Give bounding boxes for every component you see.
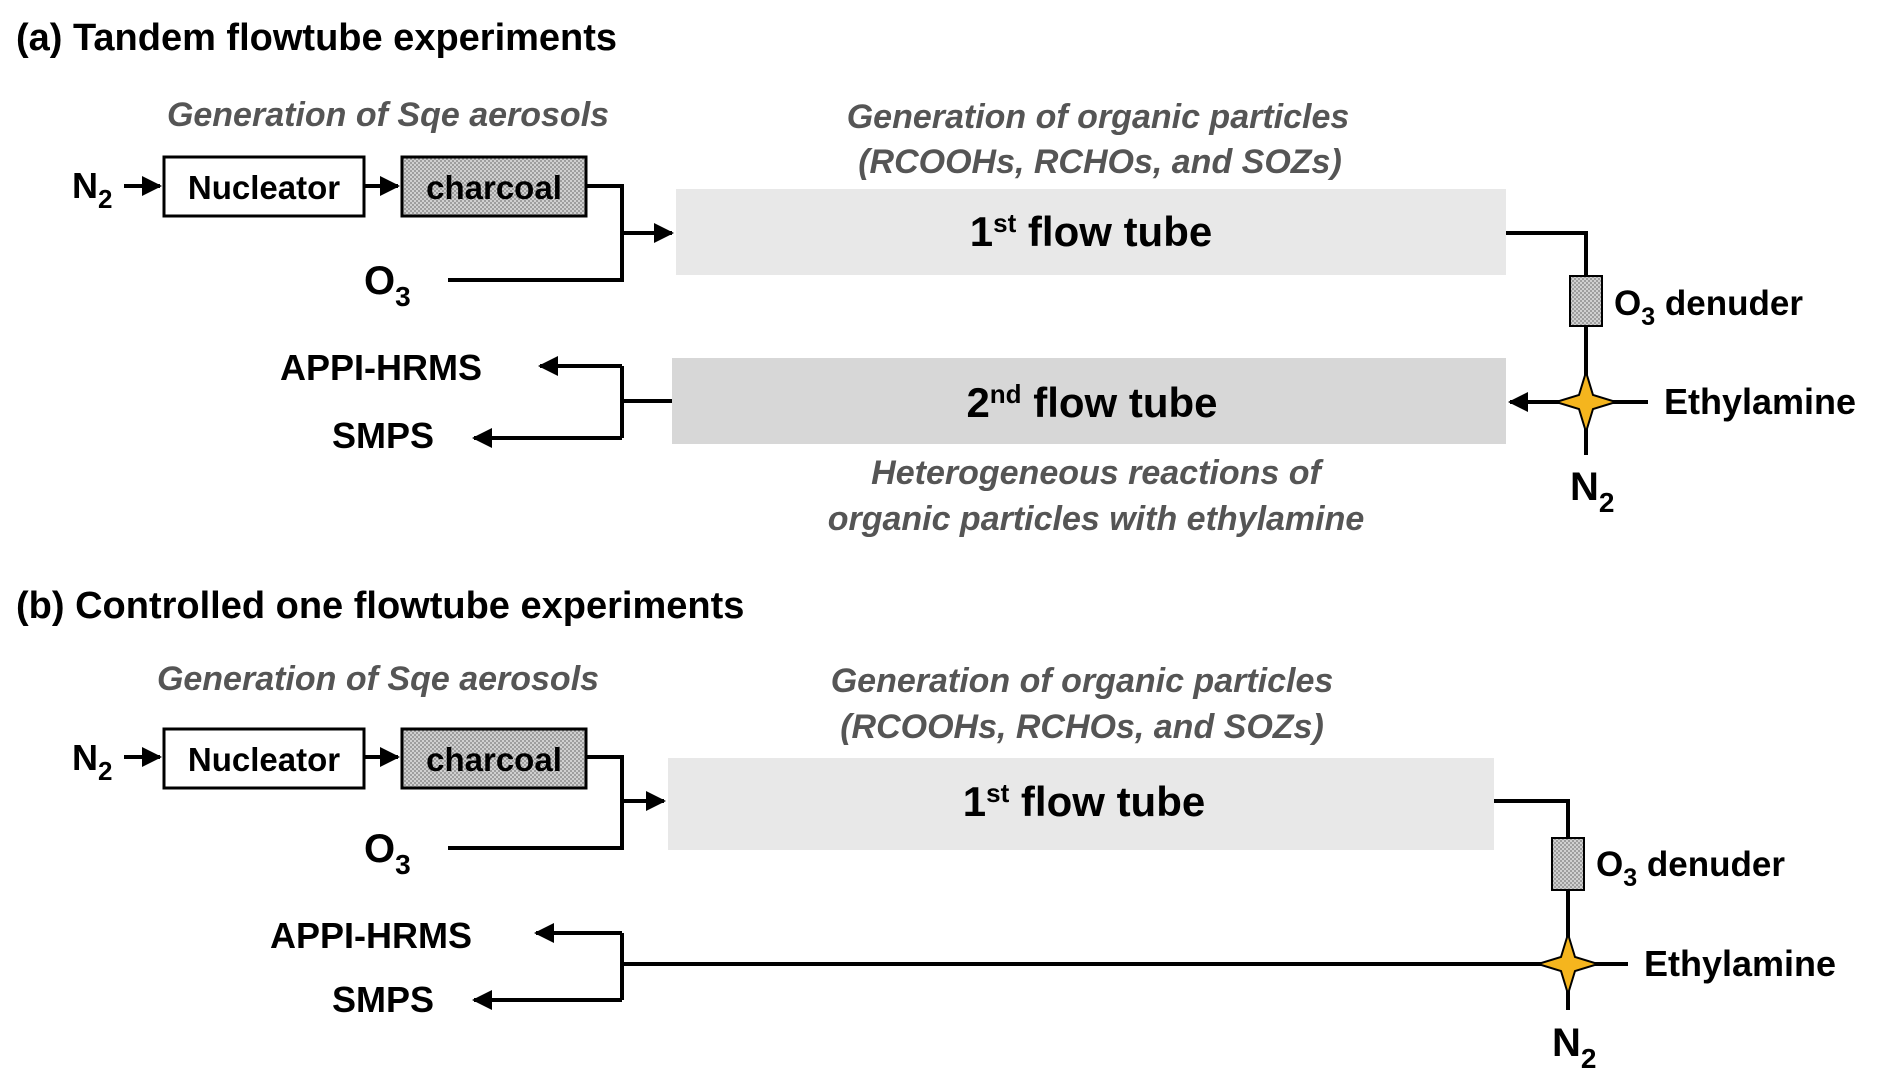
- panel-a-denuder-label: O3 denuder: [1614, 284, 1803, 331]
- panel-a-caption-hetero-2: organic particles with ethylamine: [828, 500, 1365, 538]
- panel-b-title: (b) Controlled one flowtube experiments: [16, 585, 744, 627]
- panel-b-caption-sqe: Generation of Sqe aerosols: [157, 660, 599, 698]
- panel-b-tube1-outlet-line: [1494, 799, 1570, 838]
- panel-b-tube1: [668, 758, 1494, 850]
- panel-a: (a) Tandem flowtube experiments Generati…: [16, 17, 1856, 538]
- panel-b-caption-organic-1: Generation of organic particles: [831, 662, 1334, 700]
- panel-a-o3-denuder: [1569, 275, 1603, 327]
- panel-a-tube2: [672, 358, 1506, 444]
- panel-a-caption-sqe: Generation of Sqe aerosols: [167, 96, 609, 134]
- panel-b-n2-bottom-label: N2: [1552, 1021, 1596, 1074]
- panel-a-n2-label: N2: [72, 165, 112, 214]
- panel-a-tube1-outlet-line: [1506, 231, 1588, 276]
- panel-a-tube1: [676, 189, 1506, 275]
- panel-a-caption-organic-1: Generation of organic particles: [847, 98, 1350, 136]
- panel-b-appi-label: APPI-HRMS: [270, 915, 472, 956]
- panel-a-caption-organic-2: (RCOOHs, RCHOs, and SOZs): [858, 143, 1342, 181]
- panel-a-tube1-label: 1st flow tube: [970, 208, 1212, 255]
- panel-b-nucleator-box: [162, 727, 366, 790]
- panel-a-caption-hetero-1: Heterogeneous reactions of: [871, 454, 1324, 492]
- panel-b-caption-organic-2: (RCOOHs, RCHOs, and SOZs): [840, 708, 1324, 746]
- panel-a-appi-label: APPI-HRMS: [280, 347, 482, 388]
- panel-b-ethylamine-label: Ethylamine: [1644, 943, 1836, 984]
- panel-a-smps-label: SMPS: [332, 415, 434, 456]
- panel-b-mixing-star-icon: [1534, 930, 1602, 998]
- panel-b-o3-denuder: [1551, 837, 1585, 891]
- panel-a-o3-label: O3: [364, 259, 411, 312]
- panel-b-o3-label: O3: [364, 827, 411, 880]
- panel-a-n2-bottom-label: N2: [1570, 465, 1614, 518]
- panel-b-smps-label: SMPS: [332, 979, 434, 1020]
- panel-a-title: (a) Tandem flowtube experiments: [16, 17, 617, 59]
- panel-b-charcoal-label: charcoal: [426, 741, 562, 778]
- panel-b-nucleator-label: Nucleator: [188, 741, 340, 778]
- panel-a-mixing-star-icon: [1552, 368, 1620, 436]
- panel-b-tube1-label: 1st flow tube: [963, 778, 1205, 825]
- panel-a-tube2-label: 2nd flow tube: [966, 379, 1217, 426]
- panel-b-denuder-label: O3 denuder: [1596, 845, 1785, 892]
- panel-a-ethylamine-label: Ethylamine: [1664, 381, 1856, 422]
- panel-b: (b) Controlled one flowtube experiments …: [16, 585, 1836, 1074]
- panel-b-n2-label: N2: [72, 737, 112, 786]
- panel-a-charcoal-label: charcoal: [426, 169, 562, 206]
- panel-a-nucleator-label: Nucleator: [188, 169, 340, 206]
